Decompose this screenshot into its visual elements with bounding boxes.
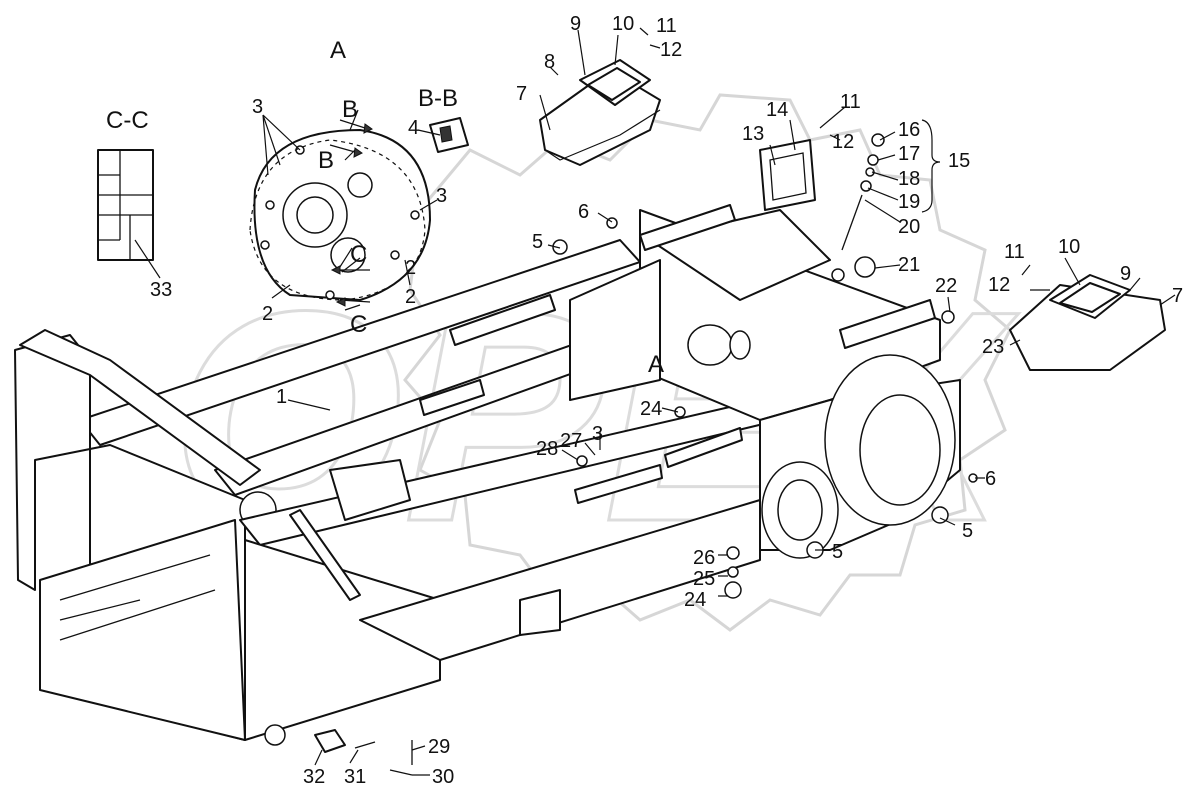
callout-5: 5 xyxy=(832,541,843,563)
callout-5: 5 xyxy=(532,231,543,253)
callout-3: 3 xyxy=(592,423,603,445)
callout-10: 10 xyxy=(612,13,634,35)
callout-33: 33 xyxy=(150,279,172,301)
callout-31: 31 xyxy=(344,766,366,788)
section-mark-b-upper: B xyxy=(342,96,358,123)
section-bb-part xyxy=(429,117,469,153)
detail-a-cover xyxy=(249,129,431,301)
view-titles: A B-B C-C xyxy=(106,37,458,134)
callout-9: 9 xyxy=(1120,263,1131,285)
cover-23 xyxy=(1009,274,1166,371)
callout-9: 9 xyxy=(570,13,581,35)
callout-26: 26 xyxy=(693,547,715,569)
main-frame xyxy=(14,204,961,746)
callout-28: 28 xyxy=(536,438,558,460)
callout-24: 24 xyxy=(684,589,706,611)
callout-1: 1 xyxy=(276,386,287,408)
callout-12: 12 xyxy=(660,39,682,61)
section-mark-c-upper: C xyxy=(350,241,367,268)
leader-lines xyxy=(262,27,1176,776)
section-mark-labels: B B C C A xyxy=(318,96,664,378)
callout-10: 10 xyxy=(1058,236,1080,258)
callout-23: 23 xyxy=(982,336,1004,358)
callout-15: 15 xyxy=(948,150,970,172)
callout-32: 32 xyxy=(303,766,325,788)
callout-11: 11 xyxy=(1004,241,1025,263)
view-title-cc: C-C xyxy=(106,107,149,134)
view-title-bb: B-B xyxy=(418,85,458,112)
callout-21: 21 xyxy=(898,254,920,276)
callout-7: 7 xyxy=(1172,285,1183,307)
callout-2: 2 xyxy=(405,286,416,308)
callout-12: 12 xyxy=(988,274,1010,296)
hardware xyxy=(314,133,978,776)
callout-22: 22 xyxy=(935,275,957,297)
section-mark-c-lower: C xyxy=(350,311,367,338)
section-cc-view xyxy=(97,149,161,279)
callout-18: 18 xyxy=(898,168,920,190)
callout-7: 7 xyxy=(516,83,527,105)
callout-8: 8 xyxy=(544,51,555,73)
callout-27: 27 xyxy=(560,430,582,452)
callout-4: 4 xyxy=(408,117,419,139)
callout-6: 6 xyxy=(985,468,996,490)
callout-3: 3 xyxy=(252,96,263,118)
callout-5: 5 xyxy=(962,520,973,542)
callout-3: 3 xyxy=(436,185,447,207)
callout-2: 2 xyxy=(262,303,273,325)
watermark-gear xyxy=(403,93,1012,632)
section-mark-a-pointer: A xyxy=(648,351,664,378)
callout-12: 12 xyxy=(832,131,854,153)
callout-6: 6 xyxy=(578,201,589,223)
callout-2: 2 xyxy=(405,257,416,279)
callout-14: 14 xyxy=(766,99,788,121)
top-cover-left xyxy=(539,59,661,166)
callout-19: 19 xyxy=(898,191,920,213)
cover-13-14 xyxy=(759,139,816,211)
callout-16: 16 xyxy=(898,119,920,141)
callout-30: 30 xyxy=(432,766,454,788)
callout-25: 25 xyxy=(693,568,715,590)
section-arrows xyxy=(329,119,373,307)
callout-11: 11 xyxy=(656,15,677,37)
callout-29: 29 xyxy=(428,736,450,758)
callout-13: 13 xyxy=(742,123,764,145)
section-mark-b-lower: B xyxy=(318,147,334,174)
callout-17: 17 xyxy=(898,143,920,165)
view-title-a: A xyxy=(330,37,346,64)
callout-11: 11 xyxy=(840,91,861,113)
callout-labels: 1 2 2 2 3 3 3 4 5 5 5 6 6 7 7 8 9 9 10 1… xyxy=(150,13,1183,788)
callout-24: 24 xyxy=(640,398,662,420)
callout-20: 20 xyxy=(898,216,920,238)
